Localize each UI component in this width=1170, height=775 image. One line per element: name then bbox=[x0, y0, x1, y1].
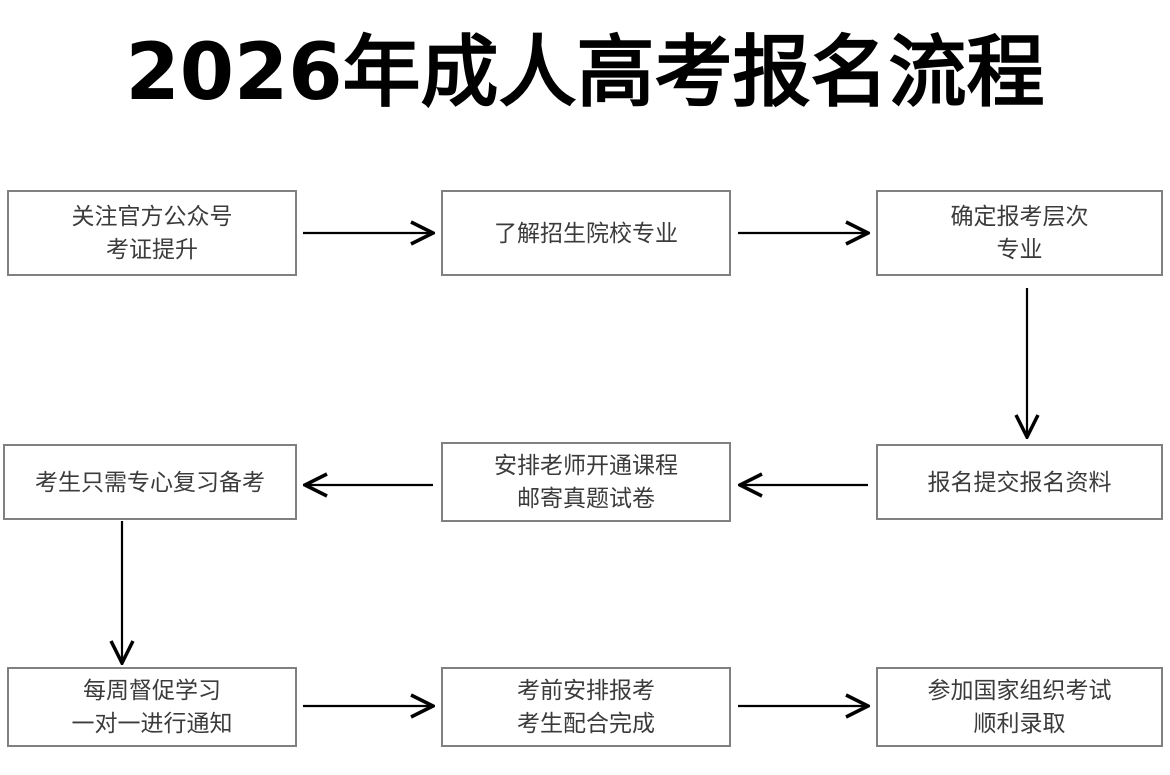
node-n1-line-1: 关注官方公众号 bbox=[71, 203, 233, 230]
process-node-n7[interactable]: 每周督促学习 一对一进行通知 bbox=[7, 667, 297, 747]
process-node-n5[interactable]: 安排老师开通课程 邮寄真题试卷 bbox=[441, 442, 731, 522]
process-node-n9[interactable]: 参加国家组织考试 顺利录取 bbox=[876, 667, 1163, 747]
node-n3-line-1: 确定报考层次 bbox=[950, 203, 1089, 230]
process-node-n6[interactable]: 报名提交报名资料 bbox=[876, 444, 1163, 520]
process-node-n1[interactable]: 关注官方公众号 考证提升 bbox=[7, 190, 297, 276]
node-n9-line-2: 顺利录取 bbox=[973, 710, 1066, 736]
process-node-n4[interactable]: 考生只需专心复习备考 bbox=[3, 444, 297, 520]
node-n9-line-1: 参加国家组织考试 bbox=[927, 677, 1112, 704]
node-n2-line-1: 了解招生院校专业 bbox=[494, 219, 678, 246]
page-title: 2026年成人高考报名流程 bbox=[125, 28, 1045, 118]
node-n7-line-2: 一对一进行通知 bbox=[71, 710, 233, 736]
node-n8-line-1: 考前安排报考 bbox=[517, 677, 655, 704]
process-node-n3[interactable]: 确定报考层次 专业 bbox=[876, 190, 1163, 276]
node-n8-line-2: 考生配合完成 bbox=[517, 710, 655, 736]
process-node-n2[interactable]: 了解招生院校专业 bbox=[441, 190, 731, 276]
node-n5-line-2: 邮寄真题试卷 bbox=[517, 485, 655, 511]
node-n7-line-1: 每周督促学习 bbox=[83, 677, 221, 704]
node-n1-line-2: 考证提升 bbox=[106, 236, 198, 262]
node-n3-line-2: 专业 bbox=[996, 236, 1043, 262]
node-n6-line-1: 报名提交报名资料 bbox=[927, 468, 1112, 495]
node-n5-line-1: 安排老师开通课程 bbox=[494, 452, 678, 479]
process-node-n8[interactable]: 考前安排报考 考生配合完成 bbox=[441, 667, 731, 747]
node-n4-line-1: 考生只需专心复习备考 bbox=[35, 468, 265, 495]
